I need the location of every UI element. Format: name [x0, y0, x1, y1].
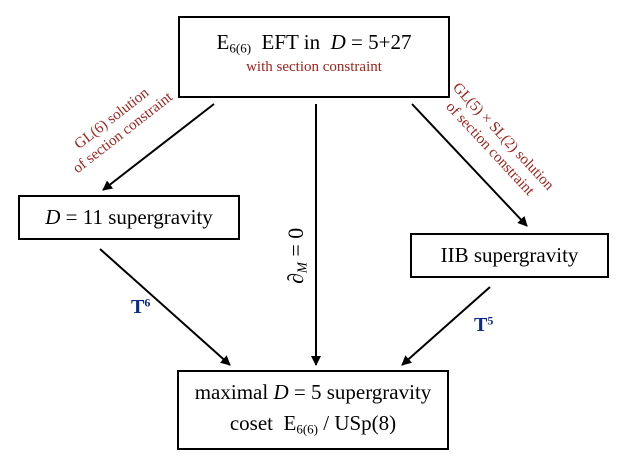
- partial-equals-zero: = 0: [283, 227, 308, 263]
- d5-variable: D: [273, 380, 289, 404]
- t6-base: T: [131, 296, 145, 318]
- t6-sup: 6: [144, 295, 151, 310]
- arrow-top-to-left: [102, 103, 215, 191]
- node-iib-label: IIB supergravity: [440, 243, 579, 267]
- t5-sup: 5: [487, 313, 494, 328]
- d11-text: = 11 supergravity: [60, 205, 213, 229]
- coset-suffix: / USp(8): [318, 411, 397, 435]
- arrow-right-to-bottom: [401, 286, 491, 366]
- edge-label-t5: T5: [474, 314, 493, 337]
- node-e66-eft-subtitle: with section constraint: [246, 59, 382, 75]
- edge-label-t6: T6: [131, 296, 150, 319]
- e66-subscript: 6(6): [229, 40, 252, 56]
- dimension-value: = 5+27: [345, 30, 412, 54]
- d11-variable: D: [45, 205, 61, 229]
- eft-in-text: EFT in: [251, 30, 331, 54]
- node-d11-supergravity: D = 11 supergravity: [18, 195, 240, 240]
- partial-subscript: M: [294, 262, 310, 274]
- node-e66-eft: E6(6) EFT in D = 5+27 with section const…: [178, 16, 450, 98]
- node-e66-eft-title: E6(6) EFT in D = 5+27: [180, 30, 448, 55]
- d5-text: = 5 supergravity: [288, 380, 432, 404]
- e66-symbol: E: [216, 30, 230, 54]
- dimension-variable: D: [330, 30, 346, 54]
- d5-prefix: maximal: [194, 380, 274, 404]
- node-d5-coset: coset E6(6) / USp(8): [179, 411, 447, 436]
- t5-base: T: [474, 314, 488, 336]
- node-d11-label: D = 11 supergravity: [20, 197, 238, 238]
- coset-subscript: 6(6): [296, 421, 318, 437]
- arrow-left-to-bottom: [99, 248, 231, 366]
- arrow-top-to-right: [411, 103, 528, 227]
- coset-prefix: coset E: [229, 411, 297, 435]
- edge-label-dm-zero: ∂M = 0: [283, 228, 309, 284]
- partial-symbol: ∂: [283, 273, 308, 284]
- node-d5-title: maximal D = 5 supergravity: [179, 380, 447, 405]
- node-d5-supergravity: maximal D = 5 supergravity coset E6(6) /…: [177, 370, 449, 450]
- node-iib-supergravity: IIB supergravity: [410, 233, 609, 278]
